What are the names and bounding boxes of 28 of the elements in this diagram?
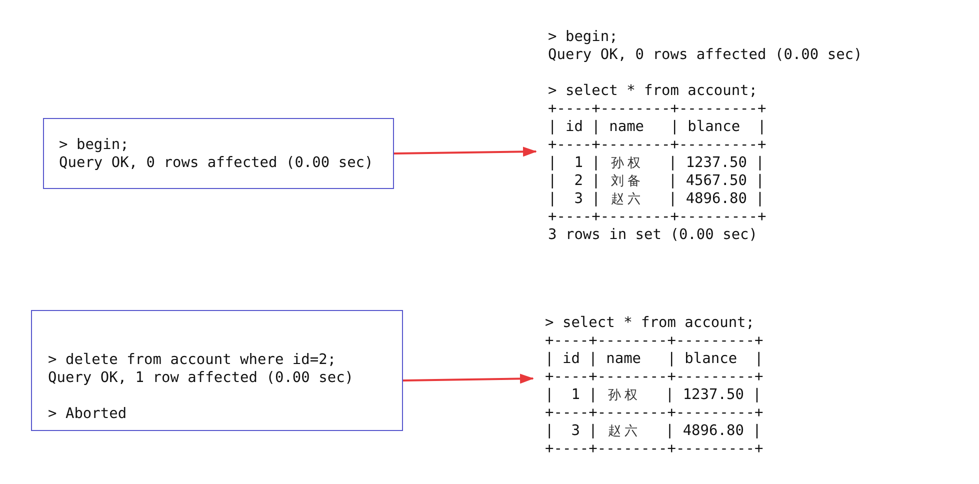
terminal-line: | 1 | 孙权 | 1237.50 | bbox=[548, 154, 766, 172]
terminal-line: +----+--------+---------+ bbox=[545, 332, 764, 350]
arrow bbox=[394, 146, 537, 157]
terminal-line: > delete from account where id=2; bbox=[48, 350, 338, 368]
terminal-line: +----+--------+---------+ bbox=[548, 208, 768, 226]
terminal-box bbox=[43, 118, 394, 189]
terminal-line: > begin; bbox=[548, 28, 619, 46]
terminal-line: | 3 | 赵六 | 4896.80 | bbox=[545, 422, 762, 440]
terminal-line: +----+--------+---------+ bbox=[545, 368, 764, 386]
terminal-line: > Aborted bbox=[48, 404, 128, 422]
terminal-line: +----+--------+---------+ bbox=[545, 440, 764, 458]
terminal-line: Query OK, 0 rows affected (0.00 sec) bbox=[59, 154, 374, 172]
terminal-line: | 2 | 刘备 | 4567.50 | bbox=[548, 172, 766, 190]
terminal-line: > begin; bbox=[59, 136, 130, 154]
terminal-line: | id | name | blance | bbox=[545, 350, 764, 368]
terminal-line: +----+--------+---------+ bbox=[548, 100, 768, 118]
terminal-line: | 1 | 孙权 | 1237.50 | bbox=[545, 386, 762, 404]
terminal-line: 3 rows in set (0.00 sec) bbox=[548, 226, 759, 244]
terminal-line: > select * from account; bbox=[545, 314, 756, 332]
terminal-box bbox=[31, 310, 403, 431]
terminal-line: Query OK, 1 row affected (0.00 sec) bbox=[48, 368, 355, 386]
terminal-line: | id | name | blance | bbox=[548, 118, 768, 136]
terminal-line: > select * from account; bbox=[548, 82, 759, 100]
terminal-line: +----+--------+---------+ bbox=[545, 404, 764, 422]
arrow bbox=[402, 374, 534, 384]
terminal-line: | 3 | 赵六 | 4896.80 | bbox=[548, 190, 766, 208]
terminal-line: Query OK, 0 rows affected (0.00 sec) bbox=[548, 46, 864, 64]
terminal-line: +----+--------+---------+ bbox=[548, 136, 768, 154]
